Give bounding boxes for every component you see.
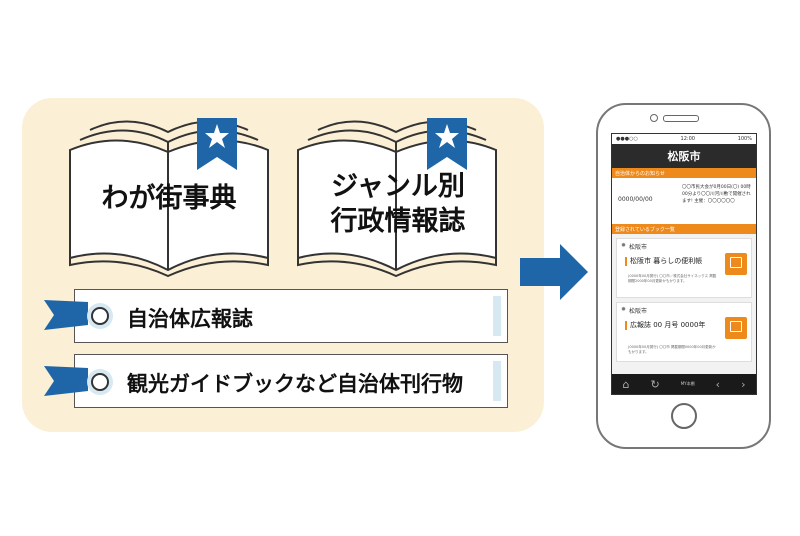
gear-icon: ✹ — [621, 242, 627, 249]
arrow-right-icon — [520, 244, 588, 300]
forward-icon: › — [741, 377, 746, 391]
app-header: 松阪市 — [612, 144, 756, 168]
home-button — [671, 403, 697, 429]
tag-2-edge — [493, 361, 501, 401]
book-card: ✹ 松阪市 松阪市 暮らしの便利帳 (0000年00月発行) 〇〇市／株式会社サ… — [616, 238, 752, 298]
camera-icon — [650, 114, 658, 122]
gear-icon: ✹ — [621, 306, 627, 313]
notice-bar: 自治体からのお知らせ — [612, 168, 756, 178]
book-1-title: わが街事典 — [101, 183, 237, 214]
card-city: 松阪市 — [629, 308, 648, 315]
home-icon: ⌂ — [622, 377, 630, 391]
book-card: ✹ 松阪市 広報誌 00 月号 0000年 (0000年00月発行) 〇〇市 掲… — [616, 302, 752, 362]
phone-screen: ●●●○○ 12:00 100% 松阪市 自治体からのお知らせ 0000/00/… — [611, 133, 757, 395]
bookmark-ribbon-1 — [197, 118, 237, 170]
card-city: 松阪市 — [629, 244, 648, 251]
tag-2-label: 観光ガイドブックなど自治体刊行物 — [127, 372, 463, 396]
notice-date: 0000/00/00 — [618, 196, 653, 203]
tag-box-1: 自治体広報誌 — [74, 289, 508, 343]
card-title: 松阪市 暮らしの便利帳 — [625, 257, 702, 266]
bookmark-ribbon-2 — [427, 118, 467, 170]
card-meta: (0000年00月発行) 〇〇市／株式会社サイネックス 掲載期間2000年00月… — [628, 274, 717, 283]
book-2-title-line-1: ジャンル別 — [331, 171, 465, 202]
card-title: 広報誌 00 月号 0000年 — [625, 321, 710, 330]
tag-ribbon-2 — [44, 366, 113, 396]
books-bar: 登録されているブック一覧 — [612, 224, 756, 234]
book-2-title-line-2: 行政情報誌 — [330, 206, 466, 237]
speaker-grille — [663, 115, 699, 122]
card-meta: (0000年00月発行) 〇〇市 掲載期間0000年00月更新かもかります。 — [628, 345, 716, 354]
tag-1-edge — [493, 296, 501, 336]
bottom-nav: ⌂ ↻ MY本棚 ‹ › — [612, 374, 756, 394]
clock: 12:00 — [680, 136, 695, 142]
status-bar: ●●●○○ 12:00 100% — [612, 134, 756, 144]
refresh-icon: ↻ — [650, 377, 660, 391]
open-book-icon — [725, 253, 747, 275]
tag-box-2: 観光ガイドブックなど自治体刊行物 — [74, 354, 508, 408]
open-book-icon — [725, 317, 747, 339]
book-2 — [296, 118, 497, 278]
notice-item: 0000/00/00 〇〇市民大会が0月00日(〇) 00時00分より〇〇川河川… — [612, 178, 756, 224]
star-icon — [205, 124, 229, 148]
mybook-label: MY本棚 — [680, 381, 695, 386]
notice-text: 〇〇市民大会が0月00日(〇) 00時00分より〇〇川河川敷で開催されます! 主… — [682, 185, 751, 204]
tag-1-label: 自治体広報誌 — [127, 307, 253, 331]
back-icon: ‹ — [715, 377, 721, 391]
book-1 — [68, 118, 269, 278]
tag-ribbon-1 — [44, 300, 113, 330]
battery-level: 100% — [737, 136, 752, 142]
signal-indicator: ●●●○○ — [616, 136, 638, 142]
star-icon — [435, 124, 459, 148]
